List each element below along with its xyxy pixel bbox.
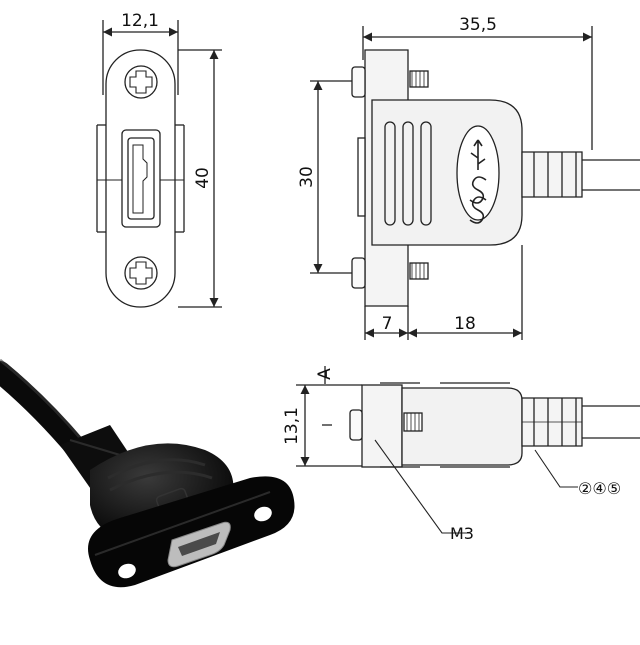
flange-width-label: 7 [382,314,393,334]
section-label: A [315,368,335,380]
body-length-label: 18 [454,314,476,334]
side-height-label: 30 [297,166,317,188]
side-length-label: 35,5 [459,15,497,35]
top-view [296,366,640,534]
usb-ss-logo-icon [469,139,487,224]
front-view [96,20,222,308]
product-photo [0,358,295,588]
side-view [310,26,640,340]
front-width-label: 12,1 [121,11,159,31]
callout-label: ②④⑤ [578,479,621,498]
front-height-label: 40 [193,167,213,189]
top-height-label: 13,1 [282,407,302,445]
screw-label: M3 [450,524,474,543]
